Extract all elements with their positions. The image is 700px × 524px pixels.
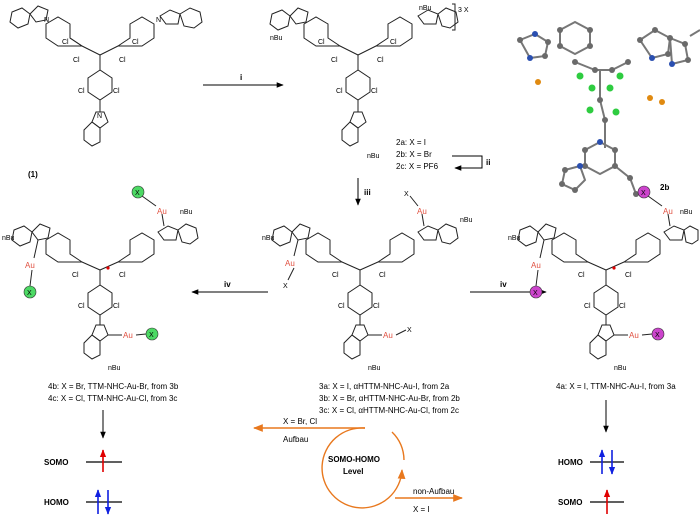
x-atom-label: X	[149, 332, 154, 339]
step-i-label: i	[240, 73, 242, 82]
nbu-label: nBu	[368, 365, 381, 372]
cycle-title-line1: SOMO-HOMO	[328, 455, 380, 464]
compound-3c-label: 3c: X = Cl, αHTTM-NHC-Au-Cl, from 2c	[319, 406, 459, 415]
cl-atom-label: Cl	[73, 57, 80, 64]
cl-atom-label: Cl	[619, 303, 626, 310]
cl-atom-label: Cl	[119, 57, 126, 64]
compound-4b-label: 4b: X = Br, TTM-NHC-Au-Br, from 3b	[48, 382, 179, 391]
crystal-structure-2b: 2b	[517, 20, 700, 197]
compound-4c-label: 4c: X = Cl, TTM-NHC-Au-Cl, from 3c	[48, 394, 177, 403]
cycle-arc-left	[321, 427, 406, 509]
compound-2c-label: 2c: X = PF6	[396, 162, 439, 171]
compound-4bc-structure: X X X Au Au Au nBu nBu nBu Cl Cl Cl Cl 4…	[2, 185, 199, 403]
right-energy-diagram: HOMO SOMO	[558, 449, 624, 514]
cl-atom-label: Cl	[371, 88, 378, 95]
compound-2b-label: 2b: X = Br	[396, 150, 432, 159]
x-atom-label: X	[407, 327, 412, 334]
right-homo-label: HOMO	[558, 458, 583, 467]
compound-4a-structure: X X X Au Au Au nBu nBu nBu Cl Cl Cl Cl 4…	[508, 185, 699, 391]
radical-dot	[612, 266, 616, 270]
nonaufbau-condition: X = I	[413, 505, 430, 514]
compound-2a-label: 2a: X = I	[396, 138, 426, 147]
cl-atom-label: Cl	[379, 272, 386, 279]
cl-atom-label: Cl	[113, 88, 120, 95]
cl-atom-label: Cl	[373, 303, 380, 310]
x-atom-label: X	[283, 283, 288, 290]
cl-atom-label: Cl	[78, 303, 85, 310]
cl-atom-label: Cl	[625, 272, 632, 279]
x-atom-label: X	[533, 290, 538, 297]
au-atom-label: Au	[663, 207, 673, 216]
cl-atom-label: Cl	[377, 57, 384, 64]
au-atom-label: Au	[383, 331, 393, 340]
counter-ion-label: 3 X	[458, 7, 469, 14]
au-atom-label: Au	[629, 331, 639, 340]
left-somo-label: SOMO	[44, 458, 68, 467]
aufbau-label: Aufbau	[283, 435, 308, 444]
au-atom-label: Au	[285, 259, 295, 268]
n-atom-label: N	[156, 17, 161, 24]
crystal-2b-label: 2b	[660, 183, 669, 192]
nbu-label: nBu	[262, 235, 275, 242]
cl-atom-label: Cl	[331, 57, 338, 64]
cl-atom-label: Cl	[318, 39, 325, 46]
nbu-label: nBu	[419, 5, 432, 12]
cl-atom-label: Cl	[332, 272, 339, 279]
aufbau-condition: X = Br, Cl	[283, 417, 317, 426]
au-atom-label: Au	[417, 207, 427, 216]
left-homo-label: HOMO	[44, 498, 69, 507]
cl-atom-label: Cl	[119, 272, 126, 279]
radical-dot	[106, 266, 110, 270]
compound-3b-label: 3b: X = Br, αHTTM-NHC-Au-Br, from 2b	[319, 394, 460, 403]
cycle-arc-right	[391, 431, 405, 461]
compound-3-structure: Au X Au X Au X nBu nBu nBu Cl Cl Cl Cl 3…	[262, 191, 473, 415]
cl-atom-label: Cl	[338, 303, 345, 310]
step-iv-left-label: iv	[224, 280, 231, 289]
x-atom-label: X	[404, 191, 409, 198]
somo-homo-cycle: SOMO-HOMO Level X = Br, Cl Aufbau non-Au…	[253, 417, 463, 514]
nonaufbau-label: non-Aufbau	[413, 487, 454, 496]
left-energy-diagram: SOMO HOMO	[44, 449, 122, 515]
cl-atom-label: Cl	[578, 272, 585, 279]
compound-4a-label: 4a: X = I, TTM-NHC-Au-I, from 3a	[556, 382, 676, 391]
cl-atom-label: Cl	[62, 39, 69, 46]
nbu-label: nBu	[614, 365, 627, 372]
au-atom-label: Au	[531, 261, 541, 270]
step-ii-arrow	[452, 155, 483, 171]
nbu-label: nBu	[108, 365, 121, 372]
nbu-label: nBu	[270, 35, 283, 42]
step-iii-label: iii	[364, 188, 371, 197]
x-atom-label: X	[655, 332, 660, 339]
cl-atom-label: Cl	[584, 303, 591, 310]
cl-atom-label: Cl	[72, 272, 79, 279]
cl-atom-label: Cl	[78, 88, 85, 95]
nbu-label: nBu	[460, 217, 473, 224]
au-atom-label: Au	[157, 207, 167, 216]
x-atom-label: X	[641, 190, 646, 197]
nbu-label: nBu	[2, 235, 15, 242]
n-atom-label: N	[44, 17, 49, 24]
compound-2-structure: nBu nBu nBu 3 X Cl Cl Cl Cl Cl Cl 2a: X …	[269, 3, 469, 171]
nbu-label: nBu	[367, 153, 380, 160]
compound-3a-label: 3a: X = I, αHTTM-NHC-Au-I, from 2a	[319, 382, 450, 391]
cl-atom-label: Cl	[132, 39, 139, 46]
compound-1-structure: Cl Cl Cl Cl Cl Cl N N N (1)	[9, 5, 203, 179]
x-atom-label: X	[135, 190, 140, 197]
nbu-label: nBu	[180, 209, 193, 216]
step-iv-right-label: iv	[500, 280, 507, 289]
cycle-title-line2: Level	[343, 467, 363, 476]
cl-atom-label: Cl	[113, 303, 120, 310]
nbu-label: nBu	[508, 235, 521, 242]
au-atom-label: Au	[123, 331, 133, 340]
right-somo-label: SOMO	[558, 498, 582, 507]
au-atom-label: Au	[25, 261, 35, 270]
n-atom-label: N	[97, 113, 102, 120]
x-atom-label: X	[27, 290, 32, 297]
nbu-label: nBu	[680, 209, 693, 216]
cl-atom-label: Cl	[390, 39, 397, 46]
step-ii-label: ii	[486, 158, 490, 167]
cl-atom-label: Cl	[336, 88, 343, 95]
compound-1-label: (1)	[28, 170, 38, 179]
